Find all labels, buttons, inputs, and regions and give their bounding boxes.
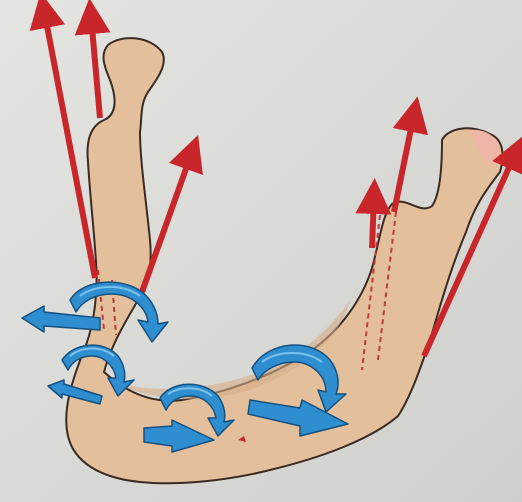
force-arrow-5 — [372, 196, 374, 248]
